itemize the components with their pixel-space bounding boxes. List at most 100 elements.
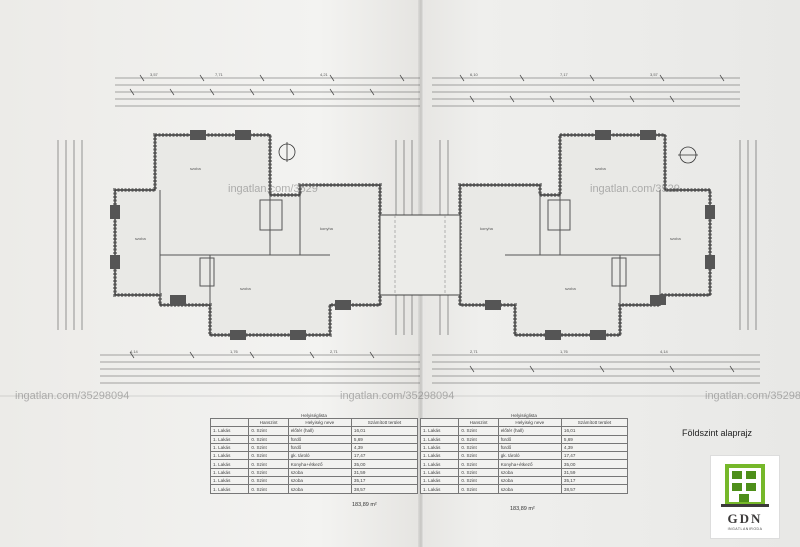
table-cell: 0. Szint <box>248 426 289 436</box>
svg-text:7,17: 7,17 <box>560 72 569 77</box>
table-cell: 16,01 <box>350 426 419 436</box>
total-area-right: 183,89 m² <box>510 506 535 512</box>
svg-text:4,21: 4,21 <box>320 72 329 77</box>
table-cell: 0. Szint <box>458 484 499 494</box>
col-header: Helyiség neve <box>497 417 562 428</box>
table-cell: 38,57 <box>560 484 629 494</box>
room-table-right: Helyiséglista Hanszint Helyiség neve Szá… <box>419 413 629 494</box>
table-cell: 0. Szint <box>248 476 289 486</box>
col-header: Hanszint <box>248 417 289 428</box>
table-cell: 1. Lakás <box>419 467 460 478</box>
svg-text:1,76: 1,76 <box>230 349 239 354</box>
table-cell: fürdő <box>287 442 352 453</box>
col-header: Hanszint <box>458 417 499 428</box>
gdn-logo: GDN INGATLANIRODA <box>710 455 780 539</box>
table-cell: 35,00 <box>560 459 629 469</box>
table-cell: 1. Lakás <box>209 442 250 453</box>
page-title: Földszint alaprajz <box>682 428 753 438</box>
col-header: Számított terület <box>560 417 629 428</box>
table-cell: 1. Lakás <box>419 434 460 444</box>
table-cell: Konyha+étkező <box>287 459 352 469</box>
svg-text:3,57: 3,57 <box>650 72 659 77</box>
watermark: ingatlan.com/35298094 <box>15 390 130 402</box>
table-cell: 4,39 <box>560 442 629 453</box>
svg-text:konyha: konyha <box>480 226 494 231</box>
total-area-left: 183,89 m² <box>352 502 377 508</box>
svg-text:6,10: 6,10 <box>470 72 479 77</box>
table-cell: 31,59 <box>560 467 629 478</box>
table-cell: 0. Szint <box>458 434 499 444</box>
table-cell: 1. Lakás <box>209 451 250 461</box>
table-cell: fürdő <box>287 434 352 444</box>
table-cell: 1. Lakás <box>209 434 250 444</box>
table-cell: 5,69 <box>350 434 419 444</box>
table-cell: szoba <box>497 467 562 478</box>
col-header: Helyiség neve <box>287 417 352 428</box>
table-cell: 16,01 <box>560 426 629 436</box>
watermark: ingatlan.com/35298094 <box>705 390 800 402</box>
table-cell: 1. Lakás <box>419 442 460 453</box>
table-cell: 35,17 <box>350 476 419 486</box>
watermark: ingatlan.com/35298094 <box>340 390 455 402</box>
svg-text:szoba: szoba <box>190 166 201 171</box>
table-cell: 0. Szint <box>458 442 499 453</box>
table-cell: 0. Szint <box>458 476 499 486</box>
table-cell: 1. Lakás <box>419 476 460 486</box>
watermark: ingatlan.com/3529 <box>228 183 318 195</box>
room-table-caption: Helyiséglista <box>301 413 327 418</box>
table-cell: 0. Szint <box>458 459 499 469</box>
svg-text:szoba: szoba <box>135 236 146 241</box>
table-cell: 1. Lakás <box>419 451 460 461</box>
svg-text:konyha: konyha <box>320 226 334 231</box>
room-table-left: Helyiséglista Hanszint Helyiség neve Szá… <box>209 413 419 494</box>
table-cell: 1. Lakás <box>419 459 460 469</box>
table-cell: 0. Szint <box>248 484 289 494</box>
table-cell: 17,47 <box>350 451 419 461</box>
paper-fold-horizontal <box>0 395 800 397</box>
table-cell: 17,47 <box>560 451 629 461</box>
svg-text:7,71: 7,71 <box>215 72 224 77</box>
col-header <box>209 417 250 428</box>
room-table-caption: Helyiséglista <box>511 413 537 418</box>
building-icon <box>721 464 769 507</box>
svg-text:szoba: szoba <box>240 286 251 291</box>
table-cell: szoba <box>287 476 352 486</box>
table-cell: szoba <box>497 484 562 494</box>
table-cell: 1. Lakás <box>209 459 250 469</box>
table-cell: 1. Lakás <box>209 467 250 478</box>
table-cell: 31,59 <box>350 467 419 478</box>
table-cell: 0. Szint <box>248 467 289 478</box>
table-cell: előtér (hall) <box>497 426 562 436</box>
table-cell: 35,17 <box>560 476 629 486</box>
table-cell: 5,69 <box>560 434 629 444</box>
svg-text:szoba: szoba <box>595 166 606 171</box>
table-cell: 0. Szint <box>248 434 289 444</box>
table-cell: 0. Szint <box>248 459 289 469</box>
table-cell: 1. Lakás <box>209 476 250 486</box>
table-cell: 0. Szint <box>458 467 499 478</box>
table-cell: 0. Szint <box>458 426 499 436</box>
table-cell: 0. Szint <box>458 451 499 461</box>
logo-subtext: INGATLANIRODA <box>727 527 763 531</box>
table-cell: szoba <box>497 476 562 486</box>
table-cell: 35,00 <box>350 459 419 469</box>
table-cell: 0. Szint <box>248 451 289 461</box>
table-cell: fürdő <box>497 442 562 453</box>
col-header: Számított terület <box>350 417 419 428</box>
table-cell: szoba <box>287 467 352 478</box>
table-cell: fürdő <box>497 434 562 444</box>
table-cell: 4,39 <box>350 442 419 453</box>
logo-text: GDN <box>727 511 763 526</box>
